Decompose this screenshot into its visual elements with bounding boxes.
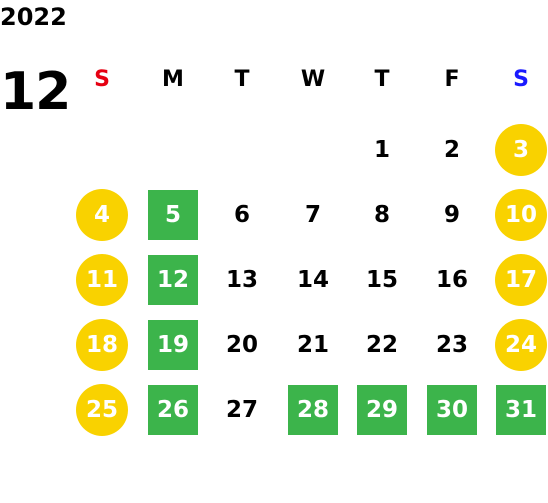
calendar-day-19[interactable]: 19 — [148, 320, 198, 370]
calendar-day-5[interactable]: 5 — [148, 190, 198, 240]
calendar-day-22[interactable]: 22 — [365, 332, 398, 358]
calendar-day-18[interactable]: 18 — [76, 319, 128, 371]
calendar-day-28[interactable]: 28 — [288, 385, 338, 435]
calendar-month: 12 — [0, 62, 71, 122]
weekday-label: T — [374, 67, 390, 92]
calendar-day-16[interactable]: 16 — [435, 267, 468, 293]
calendar-day-25[interactable]: 25 — [76, 384, 128, 436]
calendar-day-6[interactable]: 6 — [233, 202, 250, 228]
calendar-day-3[interactable]: 3 — [495, 124, 547, 176]
calendar-day-10[interactable]: 10 — [495, 189, 547, 241]
calendar-day-15[interactable]: 15 — [365, 267, 398, 293]
calendar-day-12[interactable]: 12 — [148, 255, 198, 305]
calendar-day-7[interactable]: 7 — [304, 202, 321, 228]
weekday-label: S — [513, 67, 529, 92]
calendar-day-9[interactable]: 9 — [443, 202, 460, 228]
weekday-label: F — [444, 67, 460, 92]
calendar-day-8[interactable]: 8 — [373, 202, 390, 228]
calendar-day-23[interactable]: 23 — [435, 332, 468, 358]
weekday-label: M — [162, 67, 184, 92]
calendar-day-26[interactable]: 26 — [148, 385, 198, 435]
calendar-day-31[interactable]: 31 — [496, 385, 546, 435]
calendar-day-4[interactable]: 4 — [76, 189, 128, 241]
calendar-day-13[interactable]: 13 — [225, 267, 258, 293]
calendar-day-24[interactable]: 24 — [495, 319, 547, 371]
weekday-label: W — [300, 67, 326, 92]
calendar-day-21[interactable]: 21 — [296, 332, 329, 358]
calendar-day-17[interactable]: 17 — [495, 254, 547, 306]
calendar-day-11[interactable]: 11 — [76, 254, 128, 306]
calendar-day-27[interactable]: 27 — [225, 397, 258, 423]
weekday-label: T — [234, 67, 250, 92]
calendar-year: 2022 — [0, 3, 67, 31]
weekday-label: S — [94, 67, 110, 92]
calendar-day-2[interactable]: 2 — [443, 137, 460, 163]
calendar-day-14[interactable]: 14 — [296, 267, 329, 293]
calendar-day-20[interactable]: 20 — [225, 332, 258, 358]
calendar-day-29[interactable]: 29 — [357, 385, 407, 435]
calendar-day-30[interactable]: 30 — [427, 385, 477, 435]
calendar-day-1[interactable]: 1 — [373, 137, 390, 163]
